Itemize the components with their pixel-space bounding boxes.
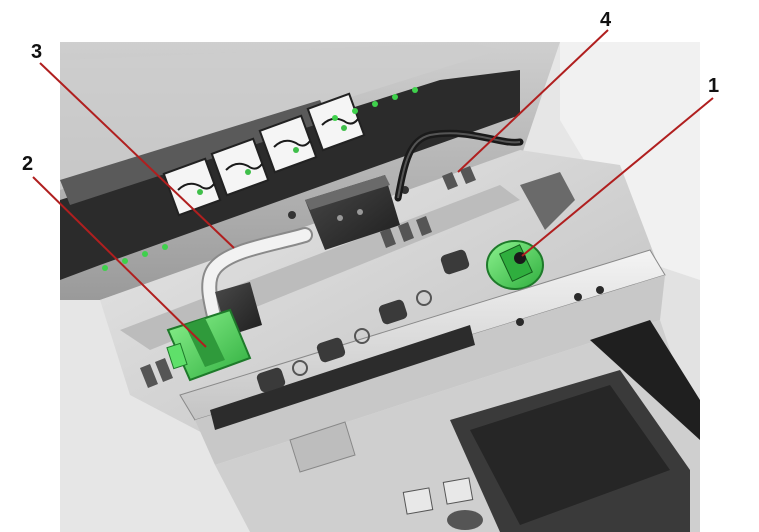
callout-4: 4 — [600, 9, 612, 31]
white-cable — [201, 227, 313, 328]
instruction-decal-strip — [162, 92, 366, 217]
green-indicator-dots — [102, 87, 418, 271]
lower-tray — [215, 320, 700, 532]
leader-line-3 — [39, 62, 235, 249]
callout-2: 2 — [22, 153, 33, 175]
leader-line-4 — [457, 29, 609, 173]
roller-row — [256, 249, 470, 393]
front-roller-bar — [179, 249, 666, 465]
leader-line-2 — [32, 176, 207, 348]
callout-labels: 1 2 3 4 — [22, 9, 719, 175]
black-cable — [394, 129, 524, 202]
green-latch-icon — [166, 308, 252, 382]
green-latch-icon — [486, 172, 575, 290]
sensor-module — [288, 175, 409, 250]
leader-line-1 — [521, 97, 714, 257]
callout-1: 1 — [708, 75, 719, 97]
top-cover — [60, 42, 560, 300]
callout-3: 3 — [31, 41, 42, 63]
leader-lines — [32, 29, 714, 348]
